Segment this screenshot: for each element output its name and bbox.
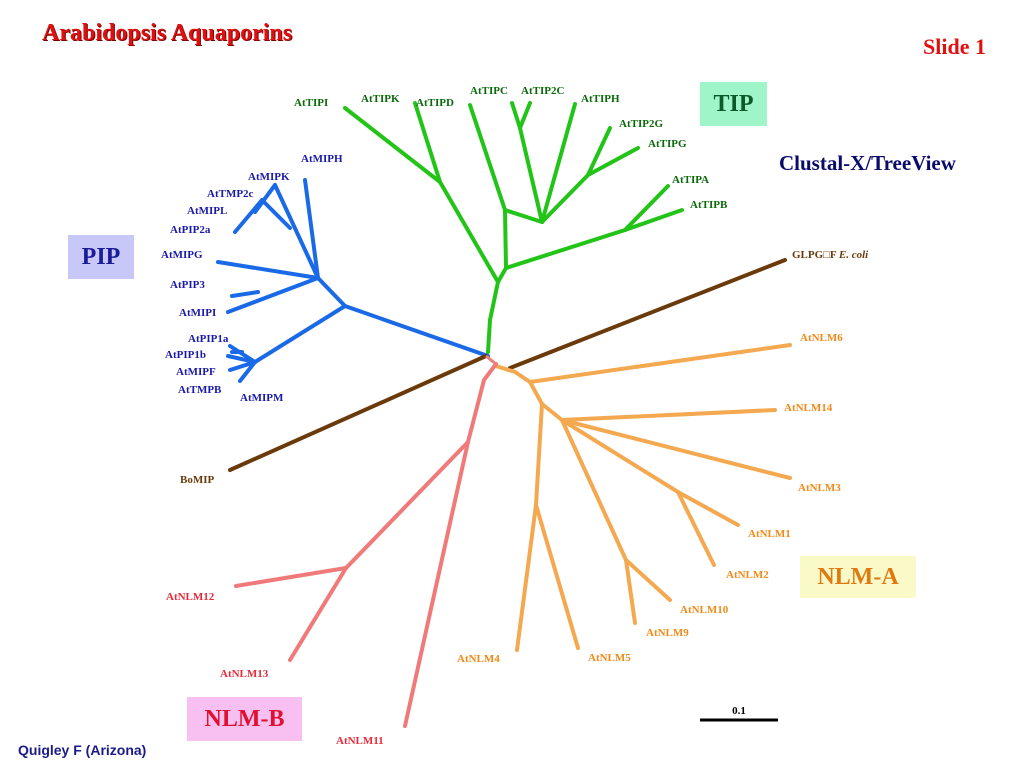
tip-label: AtNLM11 xyxy=(336,735,384,747)
tip-label: AtNLM14 xyxy=(784,402,833,414)
glpg-species: E. coli xyxy=(838,249,869,261)
slide-number: Slide 1 xyxy=(923,34,986,59)
tip-label: AtNLM12 xyxy=(166,591,215,603)
tip-label: AtTIPH xyxy=(581,93,620,105)
tip-label: AtPIP1b xyxy=(165,349,206,361)
tip-label: AtPIP1a xyxy=(188,333,229,345)
tip-label: AtPIP2a xyxy=(170,224,211,236)
tip-labels: AtTIPI AtTIPK AtTIPD AtTIPC AtTIP2C AtTI… xyxy=(294,85,728,211)
scale-bar-label: 0.1 xyxy=(732,705,746,717)
tip-label: AtTMP2c xyxy=(207,188,254,200)
tip-label: AtMIPK xyxy=(248,171,290,183)
tip-label: AtTIPD xyxy=(416,97,454,109)
clade-box-tip: TIP xyxy=(700,82,767,126)
clade-box-nlm-a: NLM-A xyxy=(800,556,916,598)
nlm-a-labels: AtNLM6 AtNLM14 AtNLM3 AtNLM1 AtNLM2 AtNL… xyxy=(457,332,843,665)
tip-label: AtTMPB xyxy=(178,384,222,396)
tip-label: AtMIPL xyxy=(187,205,227,217)
nlm-b-clade-branches xyxy=(234,362,498,728)
credit-label: Quigley F (Arizona) xyxy=(18,742,147,758)
tip-label: AtNLM10 xyxy=(680,604,729,616)
nlm-a-clade-branches xyxy=(494,343,792,652)
tip-label: AtNLM1 xyxy=(748,528,791,540)
tip-label-glpg: GLPG□F E. coli xyxy=(792,249,869,261)
tip-label: AtTIPC xyxy=(470,85,508,97)
tip-label: AtNLM9 xyxy=(646,627,689,639)
tip-label: AtMIPI xyxy=(179,307,216,319)
tip-label: AtMIPM xyxy=(240,392,284,404)
tip-label: BoMIP xyxy=(180,474,215,486)
tip-label: AtTIPG xyxy=(648,138,687,150)
pip-labels: AtMIPH AtMIPK AtTMP2c AtMIPL AtPIP2a AtM… xyxy=(161,153,343,404)
tip-label: AtTIP2G xyxy=(619,118,663,130)
tip-label: AtPIP3 xyxy=(170,279,205,291)
tip-label: AtNLM5 xyxy=(588,652,631,664)
tip-label: AtTIP2C xyxy=(521,85,564,97)
pip-clade-branches xyxy=(216,178,490,383)
tip-label: AtTIPA xyxy=(672,174,709,186)
tip-label: AtNLM2 xyxy=(726,569,769,581)
method-label: Clustal-X/TreeView xyxy=(779,151,956,175)
tip-label: AtNLM3 xyxy=(798,482,841,494)
nlm-b-labels: AtNLM12 AtNLM13 AtNLM11 xyxy=(166,591,384,747)
tip-label: AtTIPK xyxy=(361,93,400,105)
outgroup-branches xyxy=(228,258,787,472)
tree-root-connector xyxy=(485,354,497,366)
tip-label: AtMIPH xyxy=(301,153,343,165)
glpg-prefix: GLPG□F xyxy=(792,249,839,261)
outgroup-labels: GLPG□F E. coli BoMIP xyxy=(180,249,869,486)
slide-title: Arabidopsis Aquaporins xyxy=(42,20,293,46)
tip-clade-branches xyxy=(343,101,684,354)
clade-box-nlm-b: NLM-B xyxy=(187,697,302,741)
tip-label: AtTIPI xyxy=(294,97,328,109)
tip-label: AtNLM4 xyxy=(457,653,500,665)
tip-label: AtTIPB xyxy=(690,199,728,211)
tip-label: AtMIPF xyxy=(176,366,216,378)
clade-box-pip: PIP xyxy=(68,235,134,279)
tip-label: AtNLM13 xyxy=(220,668,269,680)
tip-label: AtNLM6 xyxy=(800,332,843,344)
tip-label: AtMIPG xyxy=(161,249,203,261)
